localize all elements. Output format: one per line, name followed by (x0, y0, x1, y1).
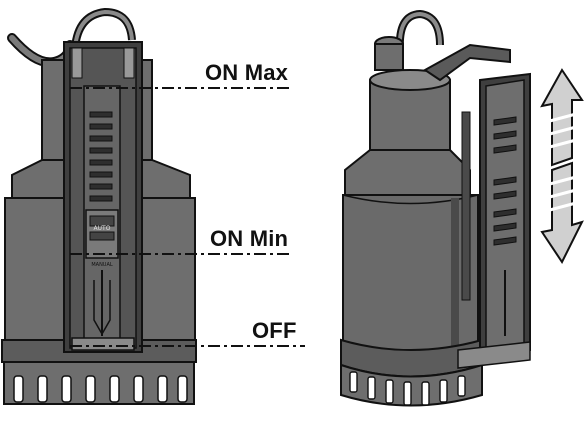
float-switch-assembly-side (423, 43, 531, 369)
level-guides (70, 87, 305, 347)
front-view-pump: AUTO MANUAL (1, 7, 305, 405)
auto-marking: AUTO (94, 225, 111, 232)
on-max-label: ON Max (205, 60, 289, 85)
float-switch-track: AUTO MANUAL (63, 41, 143, 353)
manual-marking: MANUAL (91, 262, 113, 268)
off-label: OFF (252, 318, 297, 343)
adjustment-arrows (540, 68, 584, 264)
perspective-view-pump (340, 9, 584, 407)
arrow-down-icon (540, 161, 584, 264)
base-feet-front (3, 361, 195, 405)
on-min-label: ON Min (210, 226, 289, 251)
